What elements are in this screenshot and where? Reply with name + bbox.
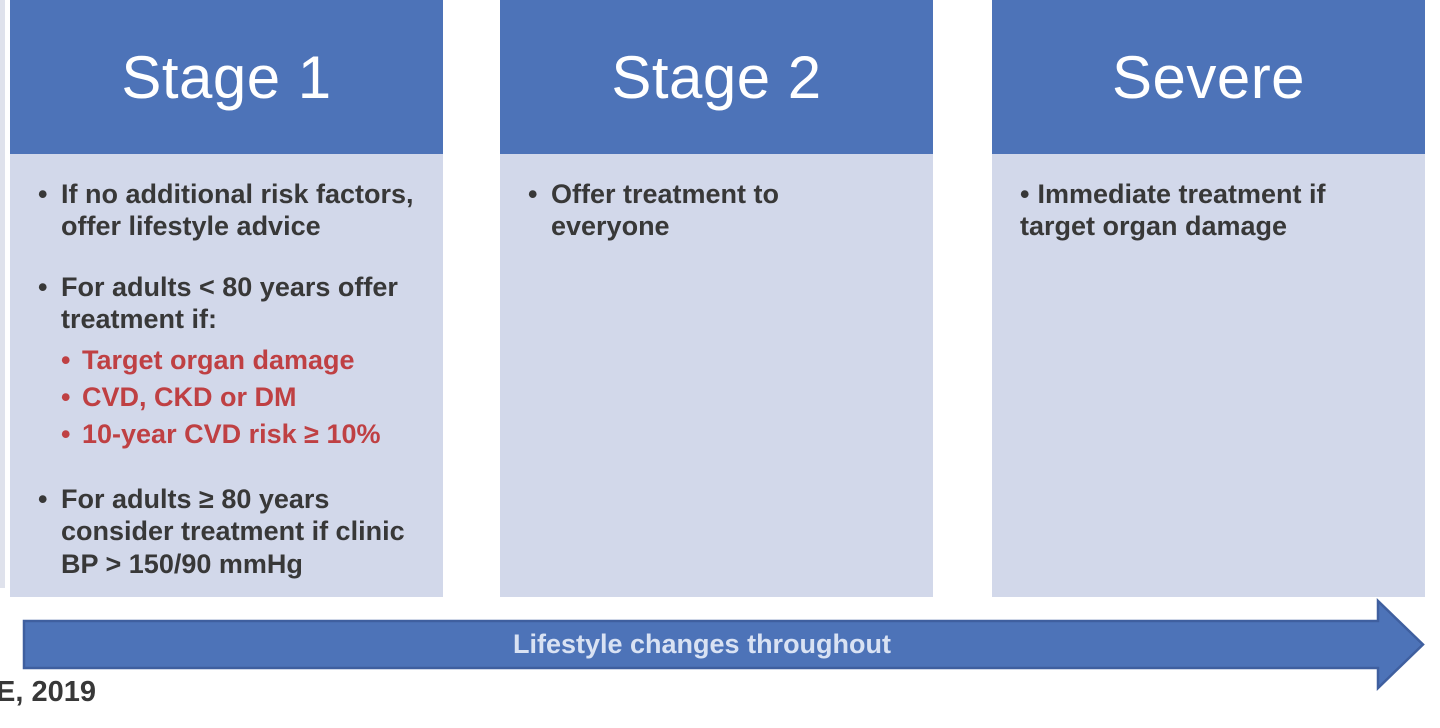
severe-title: Severe bbox=[1111, 43, 1306, 111]
red-sub-list: • Target organ damage • CVD, CKD or DM •… bbox=[61, 344, 419, 451]
bullet-text: 10-year CVD risk ≥ 10% bbox=[82, 419, 381, 450]
list-item: •Immediate treatment if target organ dam… bbox=[1020, 178, 1392, 243]
bullet-text: Offer treatment to everyone bbox=[551, 179, 780, 242]
bullet-text: For adults ≥ 80 years consider treatment… bbox=[61, 483, 405, 579]
stage-1-header: Stage 1 bbox=[10, 0, 443, 154]
bullet-text: If no additional risk factors, offer lif… bbox=[61, 179, 414, 242]
stage-1-title: Stage 1 bbox=[121, 43, 332, 111]
bullet-icon: • bbox=[1020, 179, 1030, 209]
bullet-icon: • bbox=[38, 483, 48, 514]
list-item: • If no additional risk factors, offer l… bbox=[38, 178, 419, 243]
bullet-text: CVD, CKD or DM bbox=[82, 381, 297, 412]
bullet-text: Target organ damage bbox=[82, 344, 355, 375]
list-item: • For adults ≥ 80 years consider treatme… bbox=[38, 483, 419, 580]
stage-2-title: Stage 2 bbox=[611, 43, 822, 111]
stage-2-header: Stage 2 bbox=[500, 0, 933, 154]
citation-text: E, 2019 bbox=[0, 676, 96, 708]
list-item: • For adults < 80 years offer treatment … bbox=[38, 271, 419, 451]
cropped-left-panel-edge bbox=[0, 0, 5, 588]
bullet-text-line: For adults < 80 years offer treatment if… bbox=[61, 271, 398, 335]
lifestyle-arrow bbox=[20, 598, 1430, 694]
severe-body: •Immediate treatment if target organ dam… bbox=[992, 154, 1425, 597]
bullet-text: For adults < 80 years offer treatment if… bbox=[61, 271, 419, 451]
list-item: • CVD, CKD or DM bbox=[61, 381, 419, 413]
bullet-icon: • bbox=[61, 381, 71, 412]
bullet-icon: • bbox=[528, 179, 538, 209]
bullet-text: Immediate treatment if target organ dama… bbox=[1020, 179, 1326, 242]
list-item: • Target organ damage bbox=[61, 344, 419, 376]
severe-column: Severe •Immediate treatment if target or… bbox=[992, 0, 1425, 597]
stage-1-column: Stage 1 • If no additional risk factors,… bbox=[10, 0, 443, 597]
bullet-icon: • bbox=[38, 179, 48, 209]
stage-2-column: Stage 2 • Offer treatment to everyone bbox=[500, 0, 933, 597]
right-arrow-shape bbox=[22, 598, 1425, 691]
severe-header: Severe bbox=[992, 0, 1425, 154]
list-item: • Offer treatment to everyone bbox=[528, 178, 909, 243]
bullet-icon: • bbox=[38, 271, 48, 302]
stage-2-body: • Offer treatment to everyone bbox=[500, 154, 933, 597]
bullet-icon: • bbox=[61, 344, 71, 375]
lifestyle-arrow-label: Lifestyle changes throughout bbox=[512, 628, 892, 659]
bullet-icon: • bbox=[61, 419, 71, 450]
stage-1-body: • If no additional risk factors, offer l… bbox=[10, 154, 443, 597]
list-item: • 10-year CVD risk ≥ 10% bbox=[61, 418, 419, 450]
